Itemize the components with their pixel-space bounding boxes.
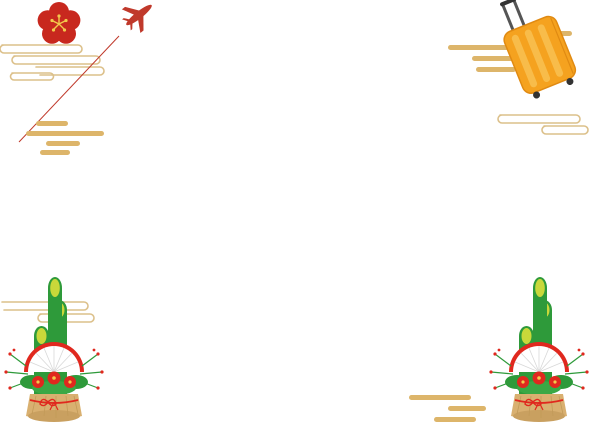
- cloud-outline-right: [497, 114, 589, 135]
- flight-trail: [18, 35, 120, 143]
- kadomatsu-icon: [488, 276, 590, 423]
- cloud-gold-left: [26, 121, 104, 155]
- cloud-outline-top-left: [0, 44, 105, 81]
- suitcase-icon: [500, 0, 577, 99]
- cloud-gold-bottom-right: [409, 395, 486, 422]
- cloud-outline-bottom-left: [1, 301, 95, 323]
- airplane-icon: [18, 4, 152, 143]
- plum-blossom-icon: [37, 2, 81, 44]
- kadomatsu-icon: [3, 276, 105, 423]
